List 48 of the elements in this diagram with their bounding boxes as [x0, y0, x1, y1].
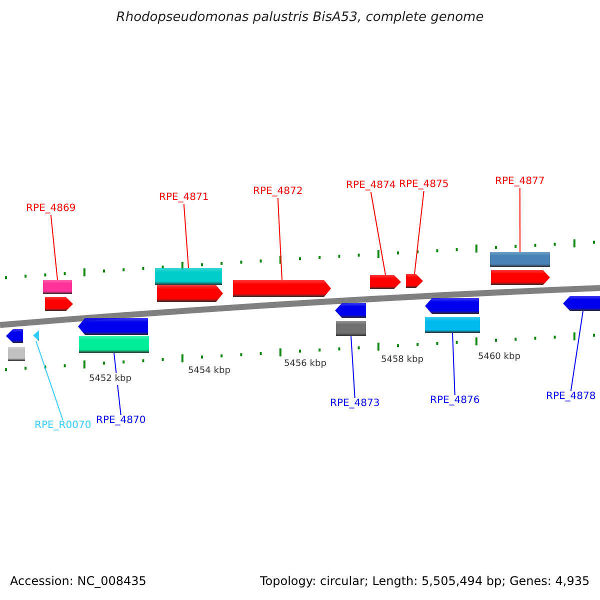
gene-bar: [79, 336, 149, 353]
gene-feature: [78, 318, 148, 335]
gene-feature: [45, 297, 73, 311]
footer-text: Accession: NC_008435: [10, 575, 146, 587]
gene-label: RPE_4876: [430, 395, 480, 407]
gene-label: RPE_4873: [330, 398, 380, 410]
gene-feature: [425, 298, 479, 314]
gene-feature: [233, 280, 331, 297]
gene-bar: [8, 347, 25, 361]
gene-feature: [157, 285, 223, 302]
leader-line: [183, 204, 189, 268]
leader-line: [519, 188, 520, 252]
scale-label: 5456 kbp: [284, 358, 326, 370]
gene-feature: [33, 330, 39, 341]
gene-label: RPE_4872: [253, 186, 303, 198]
scale-label: 5454 kbp: [188, 365, 230, 377]
gene-label: RPE_4871: [159, 192, 209, 204]
gene-feature: [406, 274, 423, 288]
gene-label: RPE_4878: [546, 391, 596, 403]
gene-label: RPE_R0070: [34, 420, 92, 432]
gene-feature: [370, 275, 401, 289]
leader-line: [370, 192, 386, 276]
leader-line: [50, 214, 58, 280]
leader-line: [414, 190, 424, 274]
leader-line: [452, 332, 456, 396]
gene-label: RPE_4877: [495, 176, 545, 188]
leader-line: [350, 336, 356, 398]
gene-feature: [563, 296, 600, 311]
leader-line: [570, 310, 584, 392]
leader-line: [36, 340, 64, 420]
gene-feature: [491, 270, 550, 285]
gene-feature: [6, 329, 23, 343]
gene-bar: [425, 317, 480, 333]
scale-label: 5458 kbp: [381, 354, 424, 366]
gene-feature: [335, 303, 366, 318]
gene-bar: [336, 321, 366, 336]
leader-line: [277, 198, 282, 280]
title: Rhodopseudomonas palustris BisA53, complete genome: [115, 10, 485, 26]
scale-label: 5460 kbp: [478, 351, 520, 363]
gene-bar: [43, 280, 72, 294]
gene-label: RPE_4875: [399, 179, 449, 191]
gene-bar: [155, 268, 222, 285]
gene-label: RPE_4874: [346, 180, 396, 192]
gene-bar: [490, 252, 550, 267]
gene-label: RPE_4869: [26, 203, 76, 215]
footer-text: Topology: circular; Length: 5,505,494 bp; Genes: 4,935: [260, 575, 590, 587]
gene-label: RPE_4870: [96, 415, 146, 427]
scale-label: 5452 kbp: [89, 373, 132, 385]
